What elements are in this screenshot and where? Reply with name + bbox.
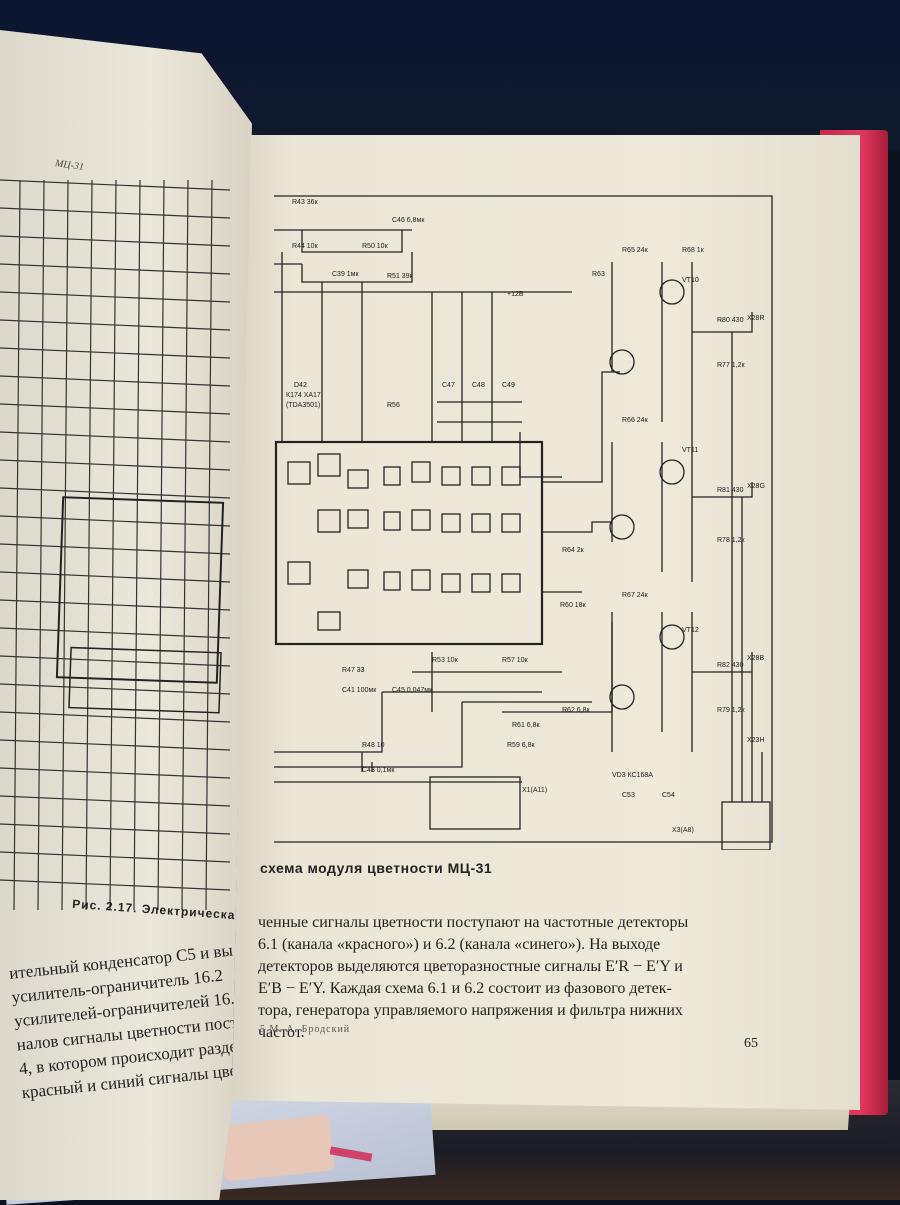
body-line: E′B − E′Y. Каждая схема 6.1 и 6.2 состои…	[258, 980, 672, 997]
svg-text:R65 24к: R65 24к	[622, 247, 649, 254]
svg-text:C41 100мк: C41 100мк	[342, 687, 377, 694]
svg-text:R59 6,8к: R59 6,8к	[507, 742, 536, 749]
out-label: X23H	[747, 737, 765, 744]
svg-text:R62 6,8к: R62 6,8к	[562, 707, 591, 714]
svg-text:C47: C47	[442, 382, 455, 389]
body-text: ченные сигналы цветности поступают на ча…	[258, 912, 774, 1044]
bookmark	[219, 1114, 335, 1182]
svg-text:R56: R56	[387, 402, 400, 409]
out-label: X28B	[747, 655, 764, 662]
svg-text:VT11: VT11	[682, 447, 698, 454]
svg-text:R82 430: R82 430	[717, 662, 744, 669]
svg-text:C49: C49	[502, 382, 515, 389]
svg-text:C45 0,047мк: C45 0,047мк	[392, 687, 433, 694]
svg-text:R51 39к: R51 39к	[387, 273, 414, 280]
svg-text:R64 2к: R64 2к	[562, 547, 585, 554]
svg-text:R53 10к: R53 10к	[432, 657, 459, 664]
out-label: X28G	[747, 483, 765, 490]
body-line: 6.1 (канала «красного») и 6.2 (канала «с…	[258, 936, 661, 953]
figure-caption: схема модуля цветности МЦ-31	[260, 860, 493, 876]
right-page	[232, 135, 860, 1110]
svg-text:VD3 КС168А: VD3 КС168А	[612, 772, 653, 779]
color-module-schematic: R43 36к C46 6,8мк R50 10к R44 10к C39 1м…	[274, 195, 773, 850]
svg-text:R77 1,2к: R77 1,2к	[717, 362, 746, 369]
svg-text:R80 430: R80 430	[717, 317, 744, 324]
out-label: X28R	[747, 315, 765, 322]
svg-text:C54: C54	[662, 792, 675, 799]
svg-text:R78 1,2к: R78 1,2к	[717, 537, 746, 544]
body-line: частот.	[258, 1024, 305, 1041]
body-line: детекторов выделяются цветоразностные си…	[258, 958, 683, 975]
svg-text:R60 18к: R60 18к	[560, 602, 587, 609]
svg-text:R68 1к: R68 1к	[682, 247, 705, 254]
svg-text:R79 1,2к: R79 1,2к	[717, 707, 746, 714]
chip-label: D42	[294, 382, 307, 389]
svg-text:VT12: VT12	[682, 627, 699, 634]
body-line: ченные сигналы цветности поступают на ча…	[258, 914, 689, 931]
svg-text:R44 10к: R44 10к	[292, 243, 319, 250]
body-line: тора, генератора управляемого напряжения…	[258, 1002, 683, 1019]
svg-text:R61 6,8к: R61 6,8к	[512, 722, 541, 729]
svg-text:R43 36к: R43 36к	[292, 199, 319, 206]
svg-text:C43 0,1мк: C43 0,1мк	[362, 767, 395, 774]
svg-text:R48 10: R48 10	[362, 742, 385, 749]
chip-alt: (TDA3501)	[286, 402, 320, 409]
svg-text:R63: R63	[592, 271, 605, 278]
chip-part: К174 ХА17	[286, 392, 321, 399]
svg-text:R81 430: R81 430	[717, 487, 744, 494]
left-schematic	[0, 179, 231, 911]
svg-text:C39 1мк: C39 1мк	[332, 271, 359, 278]
connector-label: X3(А8)	[672, 827, 694, 834]
svg-text:R57 10к: R57 10к	[502, 657, 529, 664]
supply-label: +12В	[507, 291, 524, 298]
footer-signature: 5 М. А. Бродский	[260, 1024, 351, 1035]
svg-text:C48: C48	[472, 382, 485, 389]
svg-text:C46 6,8мк: C46 6,8мк	[392, 217, 425, 224]
svg-text:R67 24к: R67 24к	[622, 592, 649, 599]
svg-text:C53: C53	[622, 792, 635, 799]
svg-text:R47 33: R47 33	[342, 667, 365, 674]
page-number: 65	[744, 1036, 758, 1051]
svg-text:VT10: VT10	[682, 277, 699, 284]
svg-text:R50 10к: R50 10к	[362, 243, 389, 250]
connector2-label: Х1(А11)	[522, 787, 547, 794]
left-page: МЦ-31	[0, 30, 252, 1200]
svg-text:R66 24к: R66 24к	[622, 417, 649, 424]
